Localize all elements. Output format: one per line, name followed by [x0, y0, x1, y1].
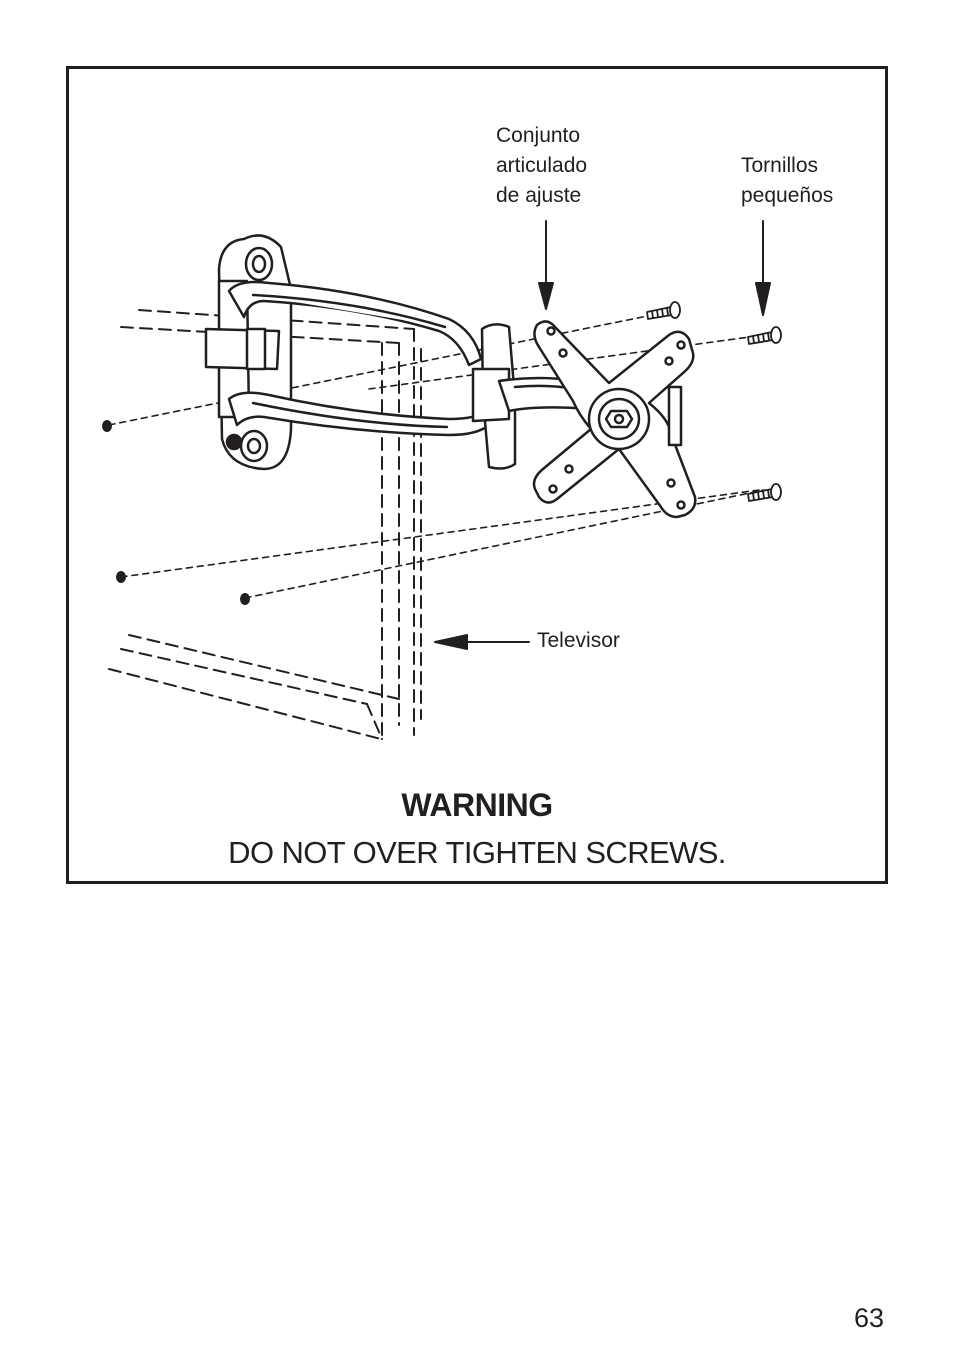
mount-assembly-diagram: [102, 220, 782, 740]
elbow-joint: [471, 323, 591, 470]
diagram-frame: Conjunto articulado de ajuste Tornillos …: [66, 66, 888, 884]
lower-arm: [227, 391, 491, 437]
page-number: 63: [853, 1303, 884, 1333]
screw-icons: [646, 301, 782, 502]
arrow-small-screws: [755, 220, 771, 316]
arrow-television: [434, 634, 530, 650]
vesa-bracket: [532, 320, 697, 519]
label-small-screws: Tornillos pequeños: [741, 154, 834, 207]
screw-top-left: [646, 301, 681, 320]
label-television: Televisor: [537, 629, 620, 652]
arrow-joint-assembly: [538, 220, 554, 310]
warning-text: DO NOT OVER TIGHTEN SCREWS.: [228, 835, 726, 870]
hinge-block: [204, 279, 281, 419]
warning-title: WARNING: [401, 787, 553, 823]
wall-hole-dots: [102, 420, 250, 605]
screw-top-right: [747, 326, 782, 345]
label-joint-assembly: Conjunto articulado de ajuste: [496, 124, 588, 207]
upper-arm: [227, 280, 483, 367]
screw-bottom: [747, 483, 782, 502]
